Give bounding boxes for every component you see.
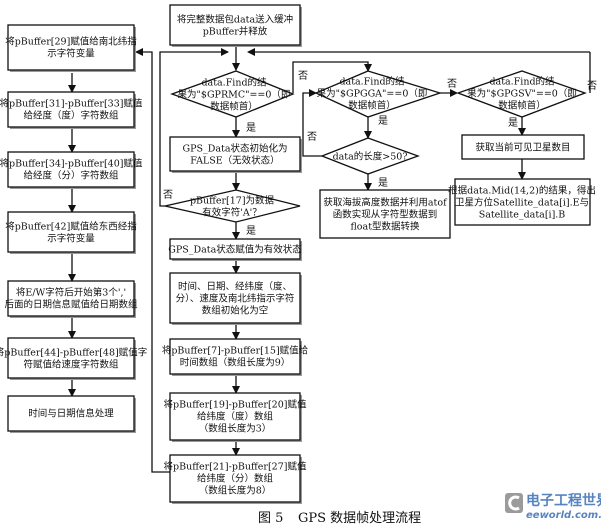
- label-gpgsv-no: 否: [587, 80, 597, 92]
- process-nodes: [7, 4, 591, 504]
- node-text-sat-count: 获取当前可见卫星数目: [475, 142, 570, 154]
- node-text-lat-min: 给纬度（分）数组: [197, 473, 274, 485]
- node-text-d-gprmc: 果为"$GPRMC"==0（即: [178, 89, 291, 101]
- caption-text: GPS 数据帧处理流程: [298, 511, 421, 526]
- node-init-arrays: [169, 272, 301, 324]
- node-text-sat-pos: 根据data.Mid(14,2)的结果，得出: [448, 185, 596, 197]
- node-text-init-false: GPS_Data状态初始化为: [182, 143, 287, 155]
- node-lat-min: [169, 454, 301, 503]
- edge-gprmc-no: [292, 61, 372, 93]
- node-text-lat-min: 将pBuffer[21]-pBuffer[27]赋值: [164, 461, 307, 473]
- node-text-init-arrays: 数组初始化为空: [202, 305, 269, 317]
- node-sat-count: [461, 134, 585, 160]
- node-text-speed-arr: 将pBuffer[44]-pBuffer[48]赋值字: [0, 347, 147, 359]
- decision-gprmc: [170, 70, 295, 118]
- node-set-valid: [169, 238, 301, 260]
- watermark-logo: 电子工程世界 eeworld.com.cn: [505, 492, 601, 521]
- edge-labels: 是 否 是 否 是 否 是 否 否 是: [163, 70, 597, 237]
- node-time-array: [169, 338, 301, 375]
- label-gprmc-yes: 是: [246, 122, 256, 134]
- node-text-altitude: 获取海拔高度数据并利用atof: [323, 197, 448, 209]
- caption-figure-number: 图 5: [258, 511, 283, 526]
- node-date-array: [7, 280, 135, 317]
- node-text-d-valid: 有效字符'A'？: [202, 207, 262, 219]
- node-sat-pos: [454, 178, 591, 226]
- node-time-date-proc: [7, 395, 135, 432]
- node-text-d-gprmc: 数据帧首）: [210, 101, 258, 113]
- edge-len-no: [302, 89, 322, 157]
- node-lon-deg: [7, 91, 135, 128]
- node-text-lon-min: 给经度（分）字符数组: [23, 170, 119, 182]
- node-text-speed-arr: 符赋值给速度字符数组: [23, 359, 119, 371]
- label-len-yes: 是: [378, 177, 388, 189]
- label-valid-no: 否: [163, 189, 173, 201]
- node-text-altitude: 函数实现从字符型数据到: [333, 209, 438, 221]
- node-start: [169, 4, 301, 46]
- edge-latmin-to-left: [135, 48, 170, 473]
- watermark-name: 电子工程世界: [526, 492, 601, 509]
- node-text-lon-deg: 给经度（度）字符数组: [23, 110, 119, 122]
- node-text-start: 将完整数据包data送入缓冲: [177, 14, 293, 26]
- node-text-date-arr: 将E/W字符后开始第3个',': [16, 287, 126, 299]
- node-text-d-gpgsv: 数据帧首）: [498, 100, 546, 112]
- node-speed-array: [7, 337, 135, 379]
- decision-length: [320, 137, 420, 175]
- figure-caption: 图 5 GPS 数据帧处理流程: [258, 511, 421, 526]
- node-text-date-arr: 后面的日期信息赋值给日期数组: [4, 299, 138, 311]
- node-text-d-gpgsv: 果为"$GPGSV"==0（即: [467, 88, 577, 100]
- node-ew-char: [7, 211, 135, 253]
- node-text-lat-min: （数组长度为8）: [199, 485, 272, 497]
- label-valid-yes: 是: [246, 225, 256, 237]
- node-text-lat-deg: （数组长度为3）: [199, 423, 272, 435]
- node-text-sat-pos: 卫星方位Satellite_data[i].E与: [455, 197, 589, 209]
- node-init-false: [169, 136, 301, 172]
- node-text-lon-min: 将pBuffer[34]-pBuffer[40]赋值: [0, 158, 143, 170]
- node-text-d-gprmc: data.Find的结: [201, 77, 266, 89]
- node-text-altitude: float型数据转换: [350, 221, 420, 233]
- node-text-time-arr: 将pBuffer[7]-pBuffer[15]赋值给: [162, 345, 309, 357]
- node-lat-deg: [169, 392, 301, 441]
- node-text-d-gpgga: 数据帧首）: [348, 100, 396, 112]
- node-text-ew-char: 将pBuffer[42]赋值给东西经指: [5, 221, 137, 233]
- edge-valid-no: [159, 48, 229, 207]
- node-text-ns-char: 示字符变量: [47, 48, 95, 60]
- label-gprmc-no: 否: [298, 70, 308, 82]
- node-text-d-gpgga: 果为"$GPGGA"==0（即: [317, 88, 428, 100]
- node-text-d-gpgsv: data.Find的结: [489, 76, 554, 88]
- node-text-d-gpgga: data.Find的结: [339, 76, 404, 88]
- node-text-lat-deg: 将pBuffer[19]-pBuffer[20]赋值: [164, 399, 307, 411]
- label-gpgga-yes: 是: [378, 115, 388, 127]
- node-text-start: pBuffer并释放: [203, 26, 268, 38]
- node-altitude: [319, 189, 451, 239]
- decision-gpgga: [314, 70, 443, 118]
- node-texts: 将完整数据包data送入缓冲pBuffer并释放data.Find的结果为"$G…: [0, 14, 596, 497]
- node-text-d-valid: pBuffer[17]为数据: [190, 195, 275, 207]
- watermark-domain: eeworld.com.cn: [526, 510, 601, 521]
- label-len-no: 否: [307, 131, 317, 143]
- node-text-ns-char: 将pBuffer[29]赋值给南北纬指: [5, 36, 137, 48]
- node-text-set-valid: GPS_Data状态赋值为有效状态: [168, 244, 302, 256]
- label-gpgsv-yes: 是: [508, 117, 518, 129]
- label-gpgga-no: 否: [447, 78, 457, 90]
- node-text-init-arrays: 时间、日期、经纬度（度、: [178, 281, 292, 293]
- node-text-lon-deg: 将pBuffer[31]-pBuffer[33]赋值: [0, 98, 143, 110]
- decision-nodes: [164, 70, 587, 223]
- node-text-lat-deg: 给纬度（度）数组: [197, 411, 274, 423]
- decision-data-valid: [164, 189, 301, 223]
- node-text-sat-pos: Satellite_data[i].B: [479, 210, 566, 221]
- node-text-d-len: data的长度>50?: [333, 151, 408, 163]
- node-text-time-arr: 时间数组（数组长度为9）: [180, 357, 291, 369]
- node-ns-char: [7, 24, 135, 71]
- node-lon-min: [7, 151, 135, 188]
- connectors: [68, 44, 591, 473]
- decision-gpgsv: [456, 70, 587, 118]
- node-text-init-false: FALSE（无效状态）: [190, 155, 279, 167]
- node-text-time-date-proc: 时间与日期信息处理: [28, 408, 114, 420]
- node-text-init-arrays: 分）、速度及南北纬指示字符: [176, 293, 295, 305]
- node-text-ew-char: 示字符变量: [47, 233, 95, 245]
